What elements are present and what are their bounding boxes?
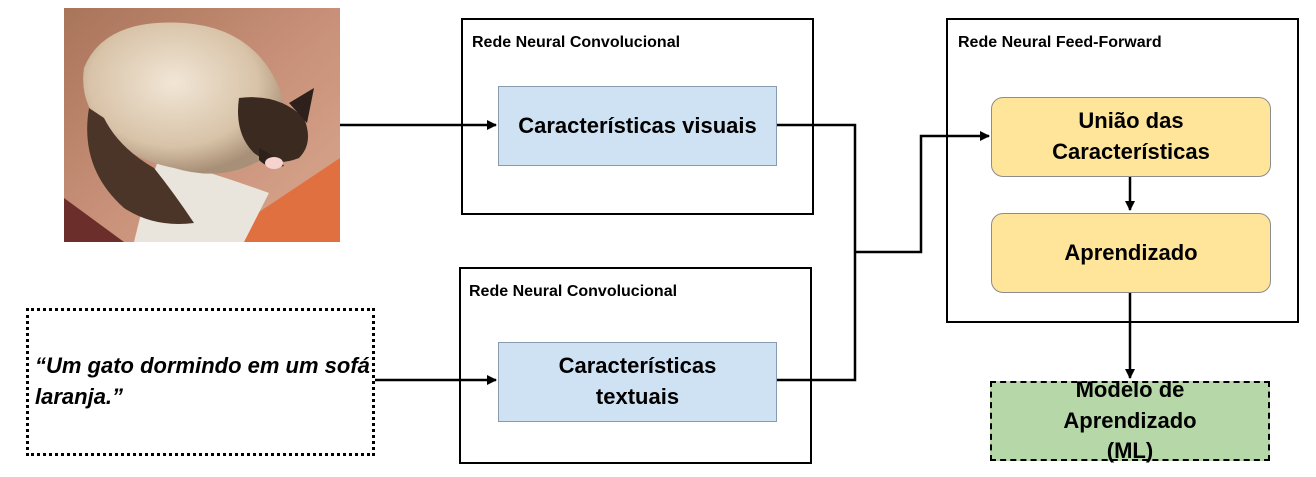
feature-fusion-label: União das Características bbox=[1052, 108, 1210, 164]
textual-features-node: Características textuais bbox=[498, 342, 777, 422]
cat-image bbox=[64, 8, 340, 242]
visual-features-label: Características visuais bbox=[518, 112, 757, 138]
cnn-visual-title: Rede Neural Convolucional bbox=[472, 34, 681, 51]
sleeping-cat-photo-icon bbox=[64, 8, 340, 242]
arrow-merge-to-fusion bbox=[855, 131, 990, 254]
cnn-text-title: Rede Neural Convolucional bbox=[469, 283, 678, 300]
textual-features-label: Características textuais bbox=[558, 353, 717, 409]
text-input-box: “Um gato dormindo em um sofá laranja.” bbox=[26, 308, 375, 456]
text-input-quote: “Um gato dormindo em um sofá laranja.” bbox=[35, 353, 370, 409]
learning-node: Aprendizado bbox=[991, 213, 1271, 293]
visual-features-node: Características visuais bbox=[498, 86, 777, 166]
ffnn-title: Rede Neural Feed-Forward bbox=[958, 34, 1162, 51]
ml-model-output-node: Modelo de Aprendizado (ML) bbox=[990, 377, 1270, 463]
line-visual-to-merge bbox=[777, 123, 857, 252]
line-textual-to-merge bbox=[777, 252, 857, 382]
ml-model-output-label: Modelo de Aprendizado (ML) bbox=[1063, 376, 1197, 464]
learning-label: Aprendizado bbox=[1064, 239, 1198, 265]
feature-fusion-node: União das Características bbox=[991, 97, 1271, 177]
